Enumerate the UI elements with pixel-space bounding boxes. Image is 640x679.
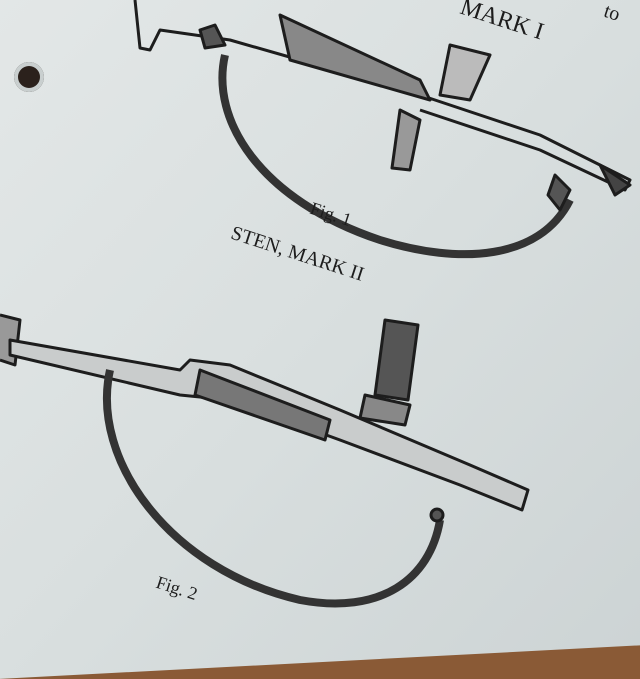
illustrations bbox=[0, 0, 632, 608]
punch-hole bbox=[14, 62, 44, 92]
sten-mark-i-illustration bbox=[133, 0, 632, 259]
sten-mark-ii-illustration bbox=[0, 313, 530, 608]
